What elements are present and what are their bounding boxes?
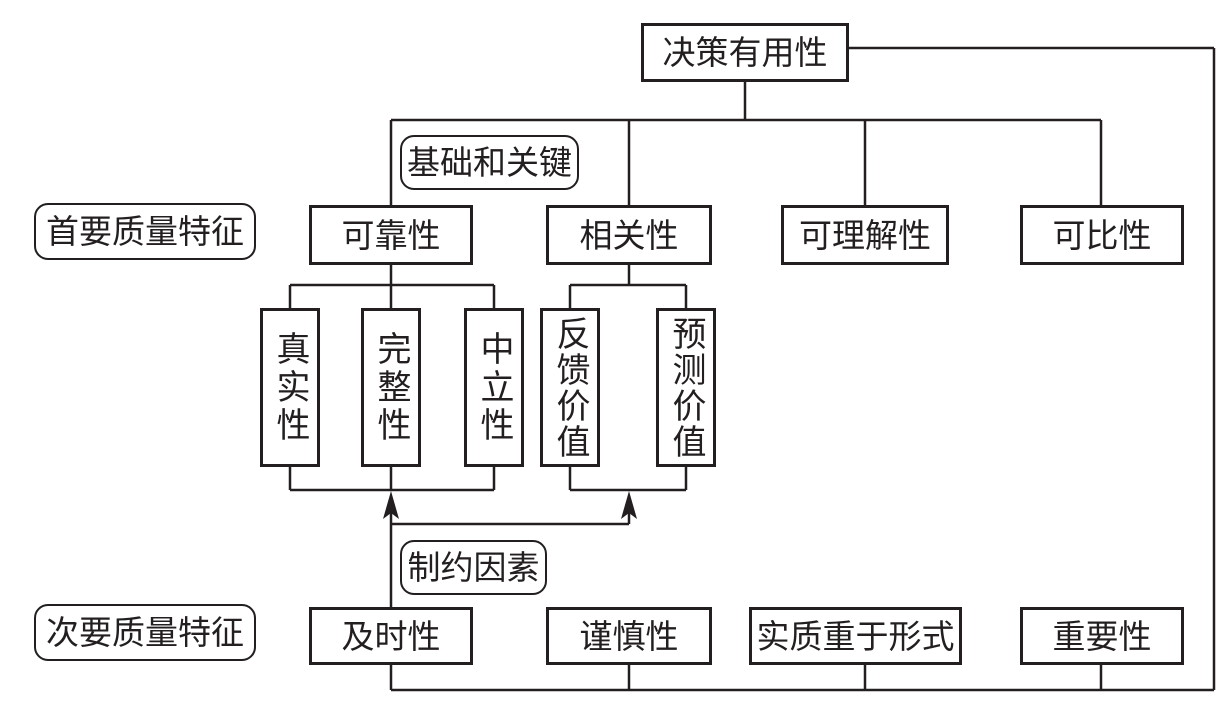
faithfulness-box: 真实性 — [260, 308, 320, 467]
completeness-box: 完整性 — [361, 308, 421, 467]
timeliness-box: 及时性 — [309, 607, 473, 665]
primary-characteristics-label: 首要质量特征 — [34, 203, 256, 260]
neutrality-box: 中立性 — [464, 308, 524, 467]
decision-usefulness-box: 决策有用性 — [641, 23, 849, 82]
understandability-box: 可理解性 — [781, 205, 949, 265]
reliability-box: 可靠性 — [309, 205, 473, 265]
arrow-head-reliability — [383, 491, 399, 519]
prudence-box: 谨慎性 — [546, 607, 712, 665]
constraint-label: 制约因素 — [400, 540, 547, 595]
predictive-value-box: 预测价值 — [656, 308, 716, 467]
relevance-box: 相关性 — [546, 205, 712, 265]
comparability-box: 可比性 — [1020, 205, 1184, 265]
foundation-label: 基础和关键 — [400, 135, 579, 190]
substance-over-form-box: 实质重于形式 — [749, 607, 962, 665]
secondary-characteristics-label: 次要质量特征 — [34, 604, 256, 661]
arrow-head-relevance — [621, 491, 637, 519]
feedback-value-box: 反馈价值 — [540, 308, 600, 467]
materiality-box: 重要性 — [1020, 607, 1184, 665]
